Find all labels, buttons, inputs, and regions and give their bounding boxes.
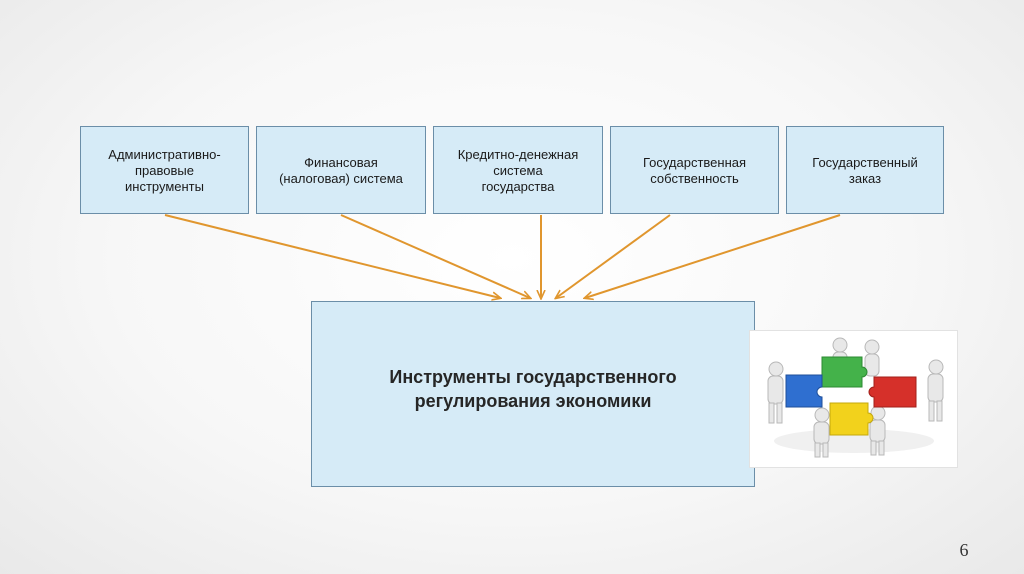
page-number: 6 [959,540,969,560]
arrow-5 [585,214,841,298]
main-box-government-regulation-tools: Инструменты государственного регулирован… [311,301,755,487]
box-credit-monetary-system: Кредитно-денежная система государства [433,126,603,214]
arrow-2 [340,214,530,298]
arrow-1 [164,214,500,298]
box-label: Финансовая (налоговая) система [279,155,403,186]
box-administrative-legal-tools: Административно- правовые инструменты [80,126,249,214]
box-label: Административно- правовые инструменты [108,147,221,194]
main-box-label: Инструменты государственного регулирован… [389,367,677,411]
box-state-property: Государственная собственность [610,126,779,214]
box-label: Государственная собственность [642,155,747,186]
box-financial-tax-system: Финансовая (налоговая) система [256,126,426,214]
puzzle-people-icon [767,337,944,458]
puzzle-people-image [749,330,958,468]
box-label: Кредитно-денежная система государства [457,147,579,194]
arrow-4 [556,214,671,298]
box-state-order: Государственный заказ [786,126,944,214]
box-label: Государственный заказ [812,155,918,186]
